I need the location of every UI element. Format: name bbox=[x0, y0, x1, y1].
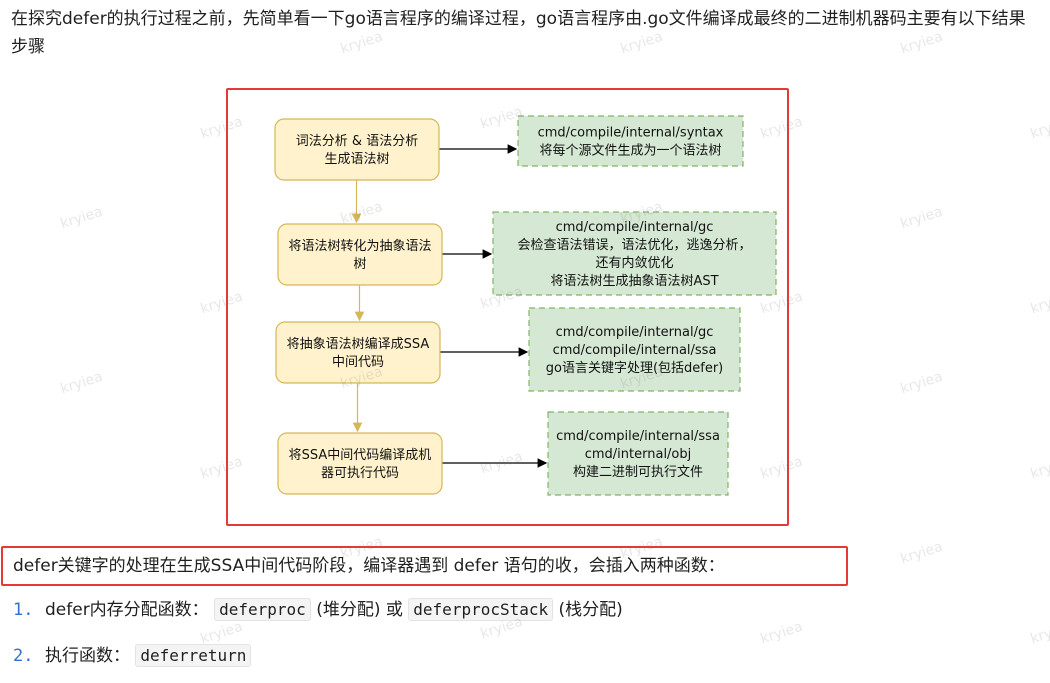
defer-callout: defer关键字的处理在生成SSA中间代码阶段，编译器遇到 defer 语句的收… bbox=[1, 546, 848, 586]
stage-label: 器可执行代码 bbox=[321, 466, 399, 481]
note-label: go语言关键字处理(包括defer) bbox=[546, 361, 724, 376]
watermark-text: kryiea bbox=[58, 203, 105, 233]
list-item-exec: 2. 执行函数： deferreturn bbox=[13, 643, 252, 669]
watermark-text: kryiea bbox=[758, 618, 805, 648]
list-item-alloc: 1. defer内存分配函数： deferproc (堆分配) 或 deferpr… bbox=[13, 597, 623, 623]
compile-flow-figure: 词法分析 & 语法分析生成语法树将语法树转化为抽象语法树将抽象语法树编译成SSA… bbox=[226, 88, 789, 526]
stage-box bbox=[277, 432, 443, 495]
note-label: 将每个源文件生成为一个语法树 bbox=[539, 143, 721, 159]
list-item-suffix: (栈分配) bbox=[558, 600, 623, 620]
note-box bbox=[547, 411, 729, 496]
note-label: cmd/compile/internal/gc bbox=[556, 220, 714, 235]
note-label: 会检查语法错误，语法优化，逃逸分析， bbox=[517, 238, 751, 253]
watermark-text: kryiea bbox=[58, 368, 105, 398]
list-item-prefix: defer内存分配函数： bbox=[45, 600, 209, 620]
note-label: cmd/internal/obj bbox=[585, 447, 692, 462]
list-number: 2. bbox=[13, 646, 34, 666]
stage-label: 树 bbox=[353, 257, 366, 272]
watermark-text: kryiea bbox=[898, 368, 945, 398]
stage-box bbox=[277, 223, 443, 286]
code-deferproc: deferproc bbox=[214, 598, 311, 621]
stage-box bbox=[274, 118, 440, 181]
watermark-text: kryiea bbox=[1028, 113, 1050, 143]
watermark-text: kryiea bbox=[898, 538, 945, 568]
note-label: cmd/compile/internal/syntax bbox=[538, 126, 724, 141]
stage-label: 生成语法树 bbox=[324, 152, 389, 167]
stage-label: 词法分析 & 语法分析 bbox=[296, 134, 418, 149]
note-label: cmd/compile/internal/ssa bbox=[556, 429, 720, 444]
stage-label: 将语法树转化为抽象语法 bbox=[288, 239, 431, 254]
watermark-text: kryiea bbox=[1028, 453, 1050, 483]
note-label: 将语法树生成抽象语法树AST bbox=[550, 274, 718, 289]
stage-label: 将抽象语法树编译成SSA bbox=[287, 337, 430, 352]
stage-box bbox=[275, 321, 441, 384]
watermark-text: kryiea bbox=[898, 203, 945, 233]
note-label: cmd/compile/internal/ssa bbox=[553, 343, 717, 358]
list-number: 1. bbox=[13, 600, 34, 620]
list-item-prefix: 执行函数： bbox=[45, 646, 130, 666]
list-item-mid: (堆分配) 或 bbox=[316, 600, 403, 620]
note-box bbox=[492, 211, 777, 296]
note-box bbox=[528, 307, 741, 392]
intro-paragraph: 在探究defer的执行过程之前，先简单看一下go语言程序的编译过程，go语言程序… bbox=[11, 9, 1026, 57]
watermark-text: kryiea bbox=[1028, 288, 1050, 318]
code-deferprocstack: deferprocStack bbox=[408, 598, 554, 621]
stage-label: 中间代码 bbox=[332, 355, 384, 370]
compile-flow-diagram: 词法分析 & 语法分析生成语法树将语法树转化为抽象语法树将抽象语法树编译成SSA… bbox=[274, 115, 777, 496]
note-label: 构建二进制可执行文件 bbox=[573, 465, 703, 480]
note-box bbox=[517, 115, 744, 167]
code-deferreturn: deferreturn bbox=[135, 644, 252, 667]
watermark-text: kryiea bbox=[1028, 618, 1050, 648]
note-label: 还有内敛优化 bbox=[595, 255, 673, 271]
note-label: cmd/compile/internal/gc bbox=[556, 325, 714, 340]
stage-label: 将SSA中间代码编译成机 bbox=[289, 448, 432, 463]
